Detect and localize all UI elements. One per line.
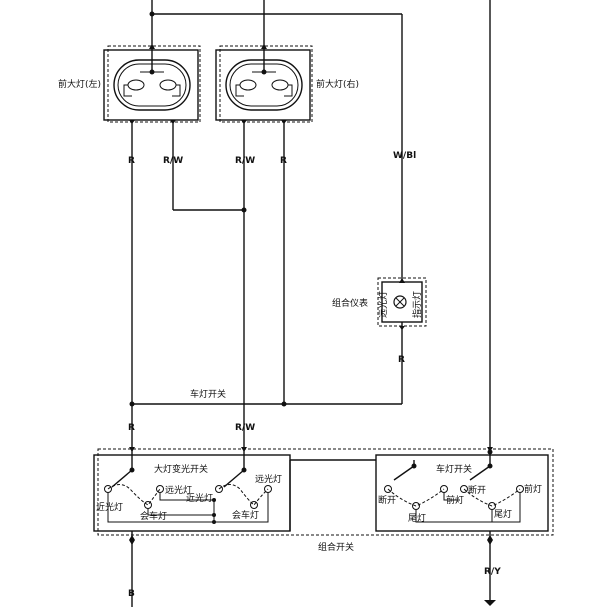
light-switch-tail: 尾灯 [408,513,426,524]
wire-label-r-instrument: R [398,355,405,365]
ground-arrow-icon [484,600,496,606]
combo-switch-outline [97,448,554,536]
wire-label-wbl: W/Bl [393,151,416,161]
headlamp-left: 前大灯(左) [58,44,201,123]
indicator-text-2: 指示灯 [411,291,423,318]
headlamp-output-wires [129,120,402,452]
light-switch-head: 前灯 [446,494,464,506]
light-switch-off-2: 断开 [468,484,486,496]
light-switch-title: 车灯开关 [436,463,472,475]
wire-label-r-left: R [128,156,135,166]
indicator-text-1: 远光灯 [377,291,389,318]
headlamp-right: 前大灯(右) [215,44,359,123]
headlamp-left-label: 前大灯(左) [58,78,101,90]
wire-label-rw-left: R/W [163,156,183,166]
wire-label-ry: R/Y [484,567,501,577]
light-switch-off: 断开 [378,494,396,506]
dimmer-switch-title: 大灯变光开关 [154,463,208,475]
dimmer-low-beam: 近光灯 [96,501,123,513]
dimmer-passing: 会车灯 [140,510,167,522]
wire-label-r-switch: R [128,423,135,433]
wire-label-b: B [128,589,135,599]
top-feed-wires [149,0,491,452]
wire-label-rw-switch: R/W [235,423,255,433]
bottom-wires [129,531,496,607]
light-switch: 车灯开关 断开 尾灯 前灯 断开 尾灯 前灯 [375,452,549,532]
headlamp-right-label: 前大灯(右) [316,78,359,90]
wire-label-r-right: R [280,156,287,166]
light-switch-line-label: 车灯开关 [190,388,226,400]
light-switch-tail-2: 尾灯 [494,509,512,520]
instrument-label: 组合仪表 [332,297,368,309]
dimmer-high-beam: 远光灯 [165,484,192,496]
wire-label-rw-right: R/W [235,156,255,166]
dimmer-high-beam-2: 远光灯 [255,473,282,485]
dimmer-passing-2: 会车灯 [232,509,259,521]
instrument-cluster: 远光灯 指示灯 组合仪表 [332,277,427,404]
indicator-lamp-icon [393,295,407,309]
combo-switch-label: 组合开关 [318,541,354,553]
light-switch-head-2: 前灯 [524,483,542,495]
dimmer-low-beam-2: 近光灯 [186,492,213,504]
dimmer-switch: 大灯变光开关 远光灯 近光灯 会车灯 远光灯 近光灯 会车灯 [93,452,291,532]
